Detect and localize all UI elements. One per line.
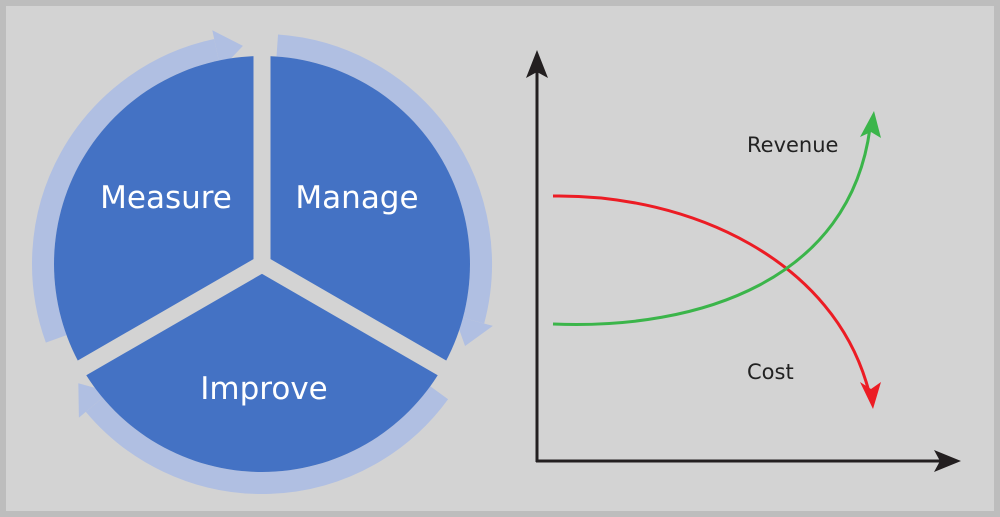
cycle-arrowhead-icon [454,315,493,347]
cost-label: Cost [747,360,794,384]
x-axis-arrow-icon [934,450,961,472]
segment-label-manage: Manage [295,180,418,216]
cycle-ring [32,30,493,494]
cost-curve [552,194,871,393]
revenue-label: Revenue [747,133,838,157]
segment-label-measure: Measure [100,180,232,216]
segment-divider [42,256,267,396]
cycle-arrow-arc [276,34,492,324]
cycle-arrow-arc [85,386,449,494]
cycle-pie [42,16,482,472]
cycle-arrowhead-icon [212,30,243,70]
cost-arrow-icon [860,382,881,409]
cycle-arrow-arc [32,39,219,343]
segment-divider [257,256,482,396]
y-axis-arrow-icon [526,50,548,78]
cycle-diagram: Measure Manage Improve [32,16,493,494]
segment-label-improve: Improve [200,371,327,407]
revenue-curve [552,127,872,326]
revenue-arrow-icon [860,111,881,138]
revenue-cost-graph: Revenue Cost [526,50,961,472]
